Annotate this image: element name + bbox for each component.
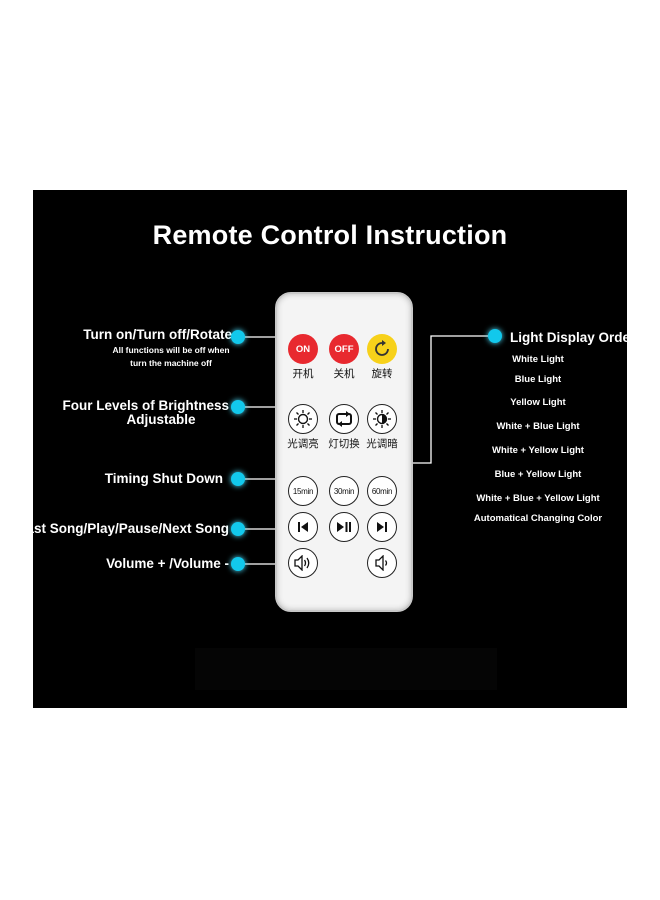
play-pause-icon <box>337 522 351 532</box>
half-sun-icon <box>373 410 391 428</box>
sun-icon <box>294 410 312 428</box>
bottom-bar <box>195 648 497 690</box>
order-item: White Light <box>512 354 564 365</box>
power-note-1: All functions will be off when <box>112 345 230 355</box>
playback-label: Last Song/Play/Pause/Next Song <box>33 521 229 536</box>
volume-down-button[interactable] <box>367 548 397 578</box>
order-item: Blue + Yellow Light <box>494 469 582 480</box>
order-dot <box>488 329 502 343</box>
order-item: Blue Light <box>514 374 562 385</box>
order-item: White + Yellow Light <box>492 445 584 456</box>
timer-dot <box>231 472 245 486</box>
remote-control: ON OFF 开机 关机 旋转 <box>275 292 413 612</box>
timer-60-button[interactable]: 60min <box>367 476 397 506</box>
on-cn-label: 开机 <box>292 368 314 380</box>
order-item: White + Blue + Yellow Light <box>476 493 600 504</box>
next-song-button[interactable] <box>367 512 397 542</box>
previous-song-button[interactable] <box>288 512 318 542</box>
brightness-dot <box>231 400 245 414</box>
rotate-icon <box>375 340 389 356</box>
switch-cn-label: 灯切换 <box>328 438 360 450</box>
page-title: Remote Control Instruction <box>152 220 508 250</box>
instruction-panel: Remote Control Instruction Turn on/Turn … <box>33 190 627 708</box>
power-label: Turn on/Turn off/Rotate <box>83 327 232 342</box>
power-dot <box>231 330 245 344</box>
bright-down-cn-label: 光调暗 <box>366 438 398 450</box>
on-button[interactable]: ON <box>288 334 318 364</box>
connector-lines <box>238 335 495 565</box>
brightness-label-1: Four Levels of Brightness <box>62 398 229 413</box>
power-note-2: turn the machine off <box>130 358 212 368</box>
volume-down-icon <box>375 555 388 571</box>
timer-15-button[interactable]: 15min <box>288 476 318 506</box>
order-item: Yellow Light <box>510 397 566 408</box>
light-switch-button[interactable] <box>329 404 359 434</box>
timer-label: Timing Shut Down <box>104 471 223 486</box>
bright-up-cn-label: 光调亮 <box>287 438 319 450</box>
volume-label: Volume + /Volume - <box>106 556 229 571</box>
volume-up-button[interactable] <box>288 548 318 578</box>
rotate-button[interactable] <box>367 334 397 364</box>
light-order-heading: Light Display Order <box>510 330 627 345</box>
order-item: Automatical Changing Color <box>473 513 603 524</box>
next-icon <box>377 522 387 532</box>
brightness-up-button[interactable] <box>288 404 318 434</box>
timer-30-button[interactable]: 30min <box>329 476 359 506</box>
playback-dot <box>231 522 245 536</box>
play-pause-button[interactable] <box>329 512 359 542</box>
off-cn-label: 关机 <box>333 368 355 380</box>
off-button[interactable]: OFF <box>329 334 359 364</box>
rotate-cn-label: 旋转 <box>371 368 393 380</box>
brightness-label-2: Adjustable <box>126 412 196 427</box>
volume-dot <box>231 557 245 571</box>
volume-up-icon <box>294 555 310 571</box>
brightness-down-button[interactable] <box>367 404 397 434</box>
order-item: White + Blue Light <box>496 421 580 432</box>
switch-icon <box>336 411 352 427</box>
previous-icon <box>298 522 308 532</box>
